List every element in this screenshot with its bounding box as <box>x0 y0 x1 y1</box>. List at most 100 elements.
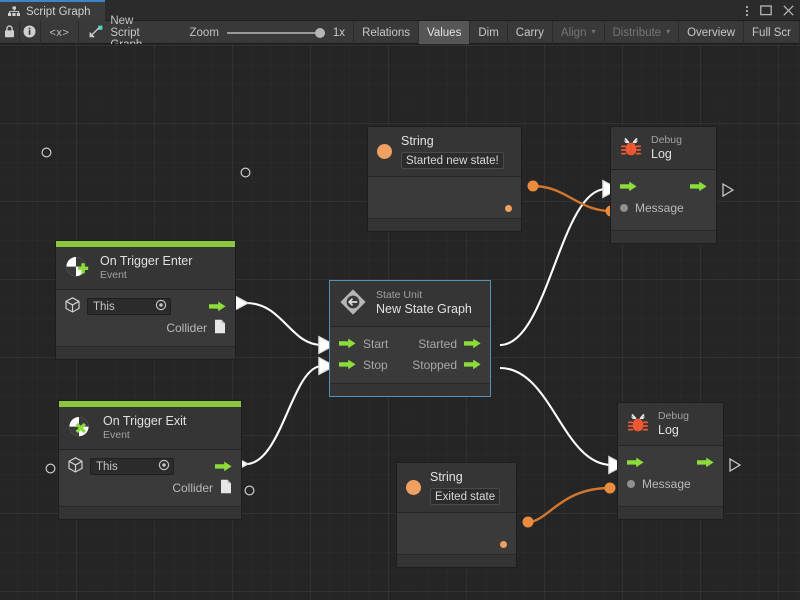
node-string-top-body <box>368 177 521 219</box>
edge-trigger-exit-to-state-stop <box>231 356 336 474</box>
debug-log-bottom-external-out-triangle[interactable] <box>729 457 742 477</box>
close-icon[interactable] <box>783 5 794 16</box>
window-tabstrip: Script Graph <box>0 0 800 21</box>
on-trigger-enter-target-field[interactable]: This <box>87 298 171 316</box>
string-bottom-output-port[interactable] <box>500 541 507 549</box>
flow-arrow-icon <box>339 338 356 349</box>
node-state-unit-footer <box>330 383 490 396</box>
toolbar-button-relations[interactable]: Relations <box>354 21 420 44</box>
object-picker-icon[interactable] <box>158 459 170 474</box>
on-trigger-enter-collider-label: Collider <box>166 320 207 335</box>
node-state-unit[interactable]: State Unit New State Graph Start Started <box>329 280 491 397</box>
edge-string-top-to-message-top <box>527 180 617 217</box>
node-debug-log-bottom-subtitle: Debug <box>658 410 689 422</box>
on-trigger-enter-flow-out-port[interactable] <box>209 301 226 312</box>
graph-hierarchy-icon <box>8 6 20 17</box>
edge-state-started-to-debug-log-top <box>499 179 620 347</box>
node-on-trigger-exit-accent <box>59 401 241 407</box>
graph-toolbar: <x> New Script Graph Zoom 1x Relations <box>0 15 800 51</box>
state-unit-stopped-port[interactable]: Stopped <box>412 358 481 372</box>
node-debug-log-top-header: Debug Log <box>611 127 716 171</box>
on-trigger-exit-target-value: This <box>96 460 118 473</box>
object-picker-icon[interactable] <box>155 299 167 314</box>
edge-trigger-enter-to-state-start <box>231 293 336 355</box>
toolbar-button-values-label: Values <box>427 26 462 39</box>
code-view-button[interactable]: <x> <box>41 21 80 44</box>
lock-button[interactable] <box>0 21 21 44</box>
debug-log-bottom-flow-out-port[interactable] <box>697 457 714 468</box>
toolbar-button-carry[interactable]: Carry <box>508 21 553 44</box>
kebab-menu-icon[interactable] <box>745 4 749 18</box>
on-trigger-enter-target-value: This <box>93 300 115 313</box>
graph-canvas[interactable]: String Started new state! <box>0 44 800 600</box>
toolbar-button-values[interactable]: Values <box>419 21 471 44</box>
state-unit-stopped-label: Stopped <box>412 357 457 372</box>
toolbar-button-distribute-label: Distribute <box>612 26 662 39</box>
string-top-output-port[interactable] <box>505 205 512 213</box>
info-button[interactable] <box>20 21 41 44</box>
state-unit-start-port[interactable]: Start <box>339 337 388 351</box>
node-string-top-footer <box>368 218 521 232</box>
state-unit-stop-row: Stop Stopped <box>339 354 481 375</box>
string-bottom-value-field[interactable]: Exited state <box>430 488 501 506</box>
maximize-icon[interactable] <box>760 5 772 16</box>
string-literal-icon <box>406 480 421 496</box>
debug-log-top-external-out-triangle[interactable] <box>722 182 735 202</box>
state-unit-stop-label: Stop <box>363 357 388 372</box>
debug-log-top-message-port[interactable] <box>620 203 628 212</box>
on-trigger-exit-flow-out-port[interactable] <box>215 461 232 472</box>
on-trigger-enter-external-collider-circle[interactable] <box>240 165 251 183</box>
debug-log-bottom-message-port[interactable] <box>627 479 635 488</box>
collider-file-icon <box>214 319 226 337</box>
on-trigger-exit-external-collider-circle[interactable] <box>244 483 255 501</box>
graph-edges <box>231 179 626 528</box>
debug-log-bottom-flow-in-port[interactable] <box>627 457 644 468</box>
state-unit-start-label: Start <box>363 336 389 351</box>
on-trigger-exit-external-in-circle[interactable] <box>45 461 56 479</box>
on-trigger-enter-target-row: This <box>65 296 226 317</box>
string-top-value-field[interactable]: Started new state! <box>401 152 504 170</box>
node-state-unit-header: State Unit New State Graph <box>330 281 490 327</box>
tab-script-graph[interactable]: Script Graph <box>0 0 105 21</box>
zoom-slider-handle[interactable] <box>314 27 325 38</box>
state-unit-stop-port[interactable]: Stop <box>339 358 388 372</box>
node-debug-log-top[interactable]: Debug Log <box>610 126 717 245</box>
debug-log-top-flow-out-port[interactable] <box>690 181 707 192</box>
collider-file-icon <box>220 479 232 497</box>
gameobject-cube-icon <box>65 297 80 316</box>
node-state-unit-body: Start Started Stop <box>330 327 490 383</box>
node-debug-log-top-body: Message <box>611 170 716 231</box>
node-debug-log-bottom-title: Log <box>658 422 679 437</box>
on-trigger-enter-collider-row: Collider <box>65 317 226 338</box>
string-literal-icon <box>377 144 392 160</box>
node-string-bottom[interactable]: String Exited state <box>396 462 517 569</box>
toolbar-button-fullscreen[interactable]: Full Scr <box>744 21 800 44</box>
flow-arrow-icon <box>215 461 232 472</box>
toolbar-button-dim-label: Dim <box>478 26 499 39</box>
flow-arrow-icon <box>209 301 226 312</box>
debug-log-top-flow-in-port[interactable] <box>620 181 637 192</box>
lock-icon <box>4 24 15 41</box>
node-on-trigger-exit[interactable]: On Trigger Exit Event This <box>58 400 242 521</box>
node-on-trigger-enter[interactable]: On Trigger Enter Event This <box>55 240 236 361</box>
window-controls <box>745 0 794 21</box>
node-state-unit-subtitle: State Unit <box>376 289 423 302</box>
node-debug-log-bottom[interactable]: Debug Log <box>617 402 724 521</box>
node-string-bottom-title: String <box>430 470 463 484</box>
toolbar-button-dim[interactable]: Dim <box>470 21 508 44</box>
toolbar-button-overview[interactable]: Overview <box>679 21 745 44</box>
node-string-bottom-footer <box>397 554 516 568</box>
on-trigger-exit-target-field[interactable]: This <box>90 458 174 476</box>
node-on-trigger-exit-title: On Trigger Exit <box>103 414 187 428</box>
state-unit-started-label: Started <box>418 336 457 351</box>
node-string-top[interactable]: String Started new state! <box>367 126 522 233</box>
toolbar-button-distribute[interactable]: Distribute ▾ <box>605 21 680 44</box>
toolbar-button-fullscreen-label: Full Scr <box>752 26 792 39</box>
zoom-control[interactable]: Zoom 1x <box>176 21 355 44</box>
toolbar-button-align[interactable]: Align ▾ <box>553 21 605 44</box>
graph-name-field[interactable]: New Script Graph <box>79 15 175 51</box>
zoom-slider[interactable] <box>226 26 325 40</box>
on-trigger-enter-external-in-circle[interactable] <box>41 145 52 163</box>
state-unit-started-port[interactable]: Started <box>418 337 481 351</box>
bug-icon <box>627 413 649 436</box>
